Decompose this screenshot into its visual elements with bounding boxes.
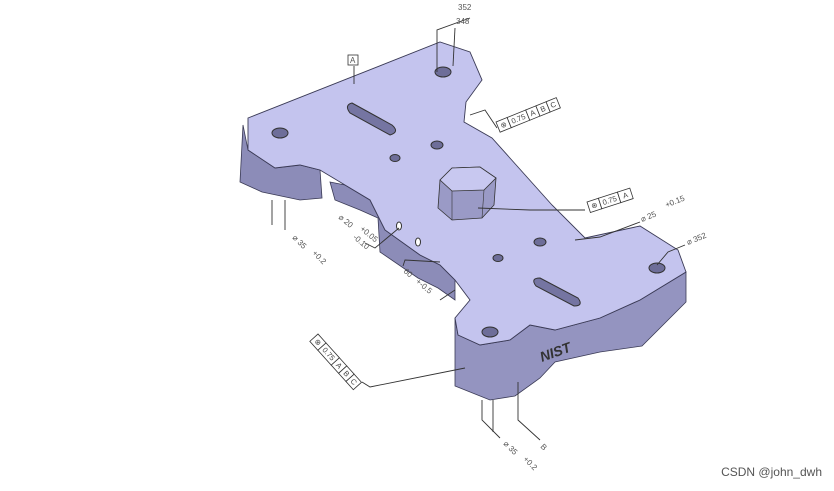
hole — [481, 326, 499, 338]
datum-b: B — [539, 442, 549, 452]
svg-text:+0.2: +0.2 — [310, 249, 328, 267]
svg-text:⊗: ⊗ — [499, 120, 508, 131]
svg-text:⌀ 25: ⌀ 25 — [639, 209, 658, 224]
fcf-bottom: ⊗ 0.75 A B C — [309, 333, 363, 391]
hole — [430, 140, 444, 150]
svg-text:⊗: ⊗ — [590, 200, 599, 211]
svg-text:A: A — [529, 108, 537, 118]
svg-text:C: C — [549, 99, 558, 110]
slot — [533, 277, 581, 307]
svg-text:0.75: 0.75 — [510, 112, 527, 126]
svg-text:⌀ 35: ⌀ 35 — [502, 439, 520, 457]
dim-dia-35-bottom: ⌀ 35 +0.2 — [502, 439, 540, 473]
svg-text:+0.2: +0.2 — [521, 455, 539, 473]
svg-text:0.75: 0.75 — [601, 194, 618, 207]
fcf-top: ⊗ 0.75 A B C — [495, 97, 561, 133]
dim-dia-352: ⌀ 352 — [685, 231, 708, 247]
svg-text:⊗: ⊗ — [312, 337, 323, 348]
svg-text:A: A — [334, 361, 344, 371]
fcf-bolt: ⊗ 0.75 A — [586, 187, 634, 213]
slot — [346, 102, 396, 136]
dim-352: 352 — [458, 3, 472, 12]
hole — [492, 254, 504, 262]
watermark: CSDN @john_dwh — [721, 465, 822, 479]
hex-bolt — [437, 166, 497, 221]
hole — [533, 237, 547, 247]
hole — [434, 66, 452, 78]
hole — [271, 127, 289, 139]
svg-text:⌀ 35: ⌀ 35 — [291, 233, 309, 251]
svg-text:A: A — [622, 190, 630, 200]
dim-dia-25: ⌀ 25 +0.15 — [639, 194, 687, 224]
dim-348: 348 — [456, 17, 470, 26]
svg-text:B: B — [341, 369, 351, 379]
svg-text:⌀ 20: ⌀ 20 — [337, 213, 355, 230]
hole — [389, 154, 401, 162]
dim-dia-35-left: ⌀ 35 +0.2 — [291, 233, 329, 267]
svg-text:A: A — [350, 56, 356, 65]
svg-text:+0.15: +0.15 — [664, 194, 687, 210]
svg-text:B: B — [539, 104, 547, 114]
datum-a: A — [347, 54, 359, 66]
side-hole — [396, 221, 402, 231]
hole — [648, 262, 666, 274]
side-hole — [415, 237, 421, 247]
svg-text:C: C — [349, 377, 360, 387]
